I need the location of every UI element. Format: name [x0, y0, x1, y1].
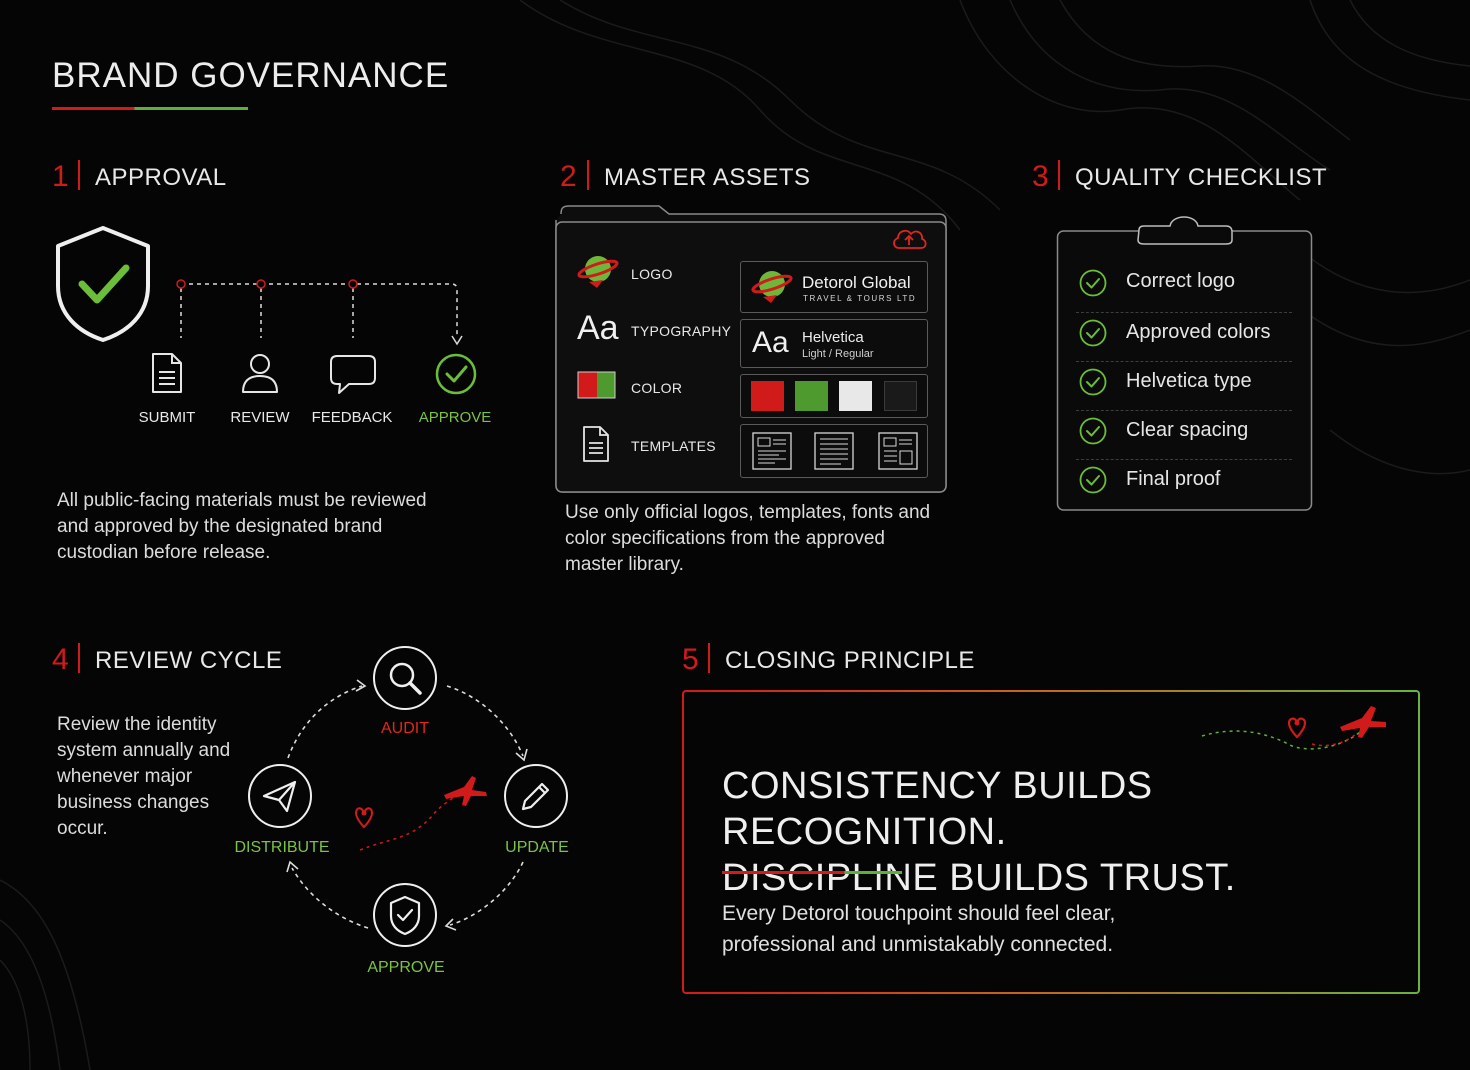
review-cycle-description: Review the identity system annually and …	[57, 714, 231, 839]
cycle-audit-label: AUDIT	[381, 720, 429, 737]
font-weights: Light / Regular	[802, 348, 874, 360]
logo-name: Detorol Global	[802, 273, 911, 292]
logo-asset-box[interactable]: Detorol Global TRAVEL & TOURS LTD	[740, 261, 928, 313]
step-approve-label: APPROVE	[418, 409, 492, 426]
shield-check-icon	[56, 226, 150, 342]
checklist-divider	[1058, 160, 1060, 190]
check-circle-icon	[1079, 269, 1107, 297]
checklist-item-label: Clear spacing	[1126, 419, 1249, 441]
title-underline	[52, 107, 248, 110]
closing-title: CLOSING PRINCIPLE	[725, 647, 975, 674]
cycle-approve-label: APPROVE	[367, 959, 445, 976]
checklist-item[interactable]: Final proof	[1076, 460, 1292, 508]
swatch-black[interactable]	[884, 381, 917, 411]
cycle-distribute-label: DISTRIBUTE	[234, 839, 330, 856]
closing-number: 5	[682, 643, 699, 676]
checklist-title: QUALITY CHECKLIST	[1075, 164, 1328, 191]
font-sample: Aa	[752, 326, 789, 359]
master-assets-number: 2	[560, 160, 577, 193]
logo-tagline: TRAVEL & TOURS LTD	[803, 294, 917, 303]
template-thumb-2[interactable]	[813, 431, 855, 471]
swatch-red[interactable]	[751, 381, 784, 411]
checklist-item-label: Final proof	[1126, 468, 1221, 490]
checklist-item-label: Approved colors	[1126, 321, 1271, 343]
flight-path-graphic	[1201, 706, 1386, 750]
page-title: BRAND GOVERNANCE	[52, 56, 450, 95]
check-circle-icon	[1079, 319, 1107, 347]
asset-row-logo-label: LOGO	[631, 266, 673, 282]
review-cycle-diagram	[286, 679, 528, 931]
swatch-green[interactable]	[795, 381, 828, 411]
approval-description: All public-facing materials must be revi…	[57, 490, 427, 563]
check-circle-icon	[1079, 368, 1107, 396]
template-thumb-1[interactable]	[751, 431, 793, 471]
cloud-upload-icon[interactable]	[890, 226, 928, 252]
master-assets-divider	[587, 160, 589, 190]
checklist-item[interactable]: Helvetica type	[1076, 362, 1292, 411]
checklist-item-label: Helvetica type	[1126, 370, 1252, 392]
checklist-item[interactable]: Clear spacing	[1076, 411, 1292, 460]
step-submit-label: SUBMIT	[138, 409, 196, 426]
asset-row-typography-label: TYPOGRAPHY	[631, 323, 732, 339]
pencil-icon[interactable]	[503, 763, 569, 829]
checklist-list: Correct logo Approved colors Helvetica t…	[1076, 264, 1292, 508]
color-swatch-icon	[577, 371, 616, 399]
checklist-number: 3	[1032, 160, 1049, 193]
magnifier-icon[interactable]	[372, 645, 438, 711]
review-cycle-number: 4	[52, 643, 69, 676]
template-thumb-3[interactable]	[877, 431, 919, 471]
asset-row-color-label: COLOR	[631, 380, 683, 396]
document-icon	[152, 353, 182, 393]
closing-divider	[708, 643, 710, 673]
user-icon	[242, 354, 278, 393]
check-circle-icon	[1079, 417, 1107, 445]
closing-body: Every Detorol touchpoint should feel cle…	[722, 902, 1116, 956]
closing-headline-line1: CONSISTENCY BUILDS RECOGNITION.	[722, 765, 1153, 853]
template-document-icon	[583, 426, 609, 462]
paper-plane-icon[interactable]	[247, 763, 313, 829]
review-cycle-divider	[78, 643, 80, 673]
shield-check-icon[interactable]	[372, 882, 438, 948]
font-name: Helvetica	[802, 329, 864, 346]
asset-row-templates-label: TEMPLATES	[631, 438, 716, 454]
color-asset-box[interactable]	[740, 374, 928, 418]
cycle-update-label: UPDATE	[505, 839, 569, 856]
checklist-item[interactable]: Correct logo	[1076, 264, 1292, 313]
step-review-label: REVIEW	[230, 409, 290, 426]
closing-underline	[722, 871, 902, 874]
detorol-logo-icon	[751, 271, 793, 303]
closing-headline: CONSISTENCY BUILDS RECOGNITION. DISCIPLI…	[722, 763, 1402, 901]
typography-asset-box[interactable]: Aa Helvetica Light / Regular	[740, 319, 928, 368]
globe-logo-icon	[577, 256, 619, 288]
master-assets-title: MASTER ASSETS	[604, 164, 811, 191]
closing-headline-line2: DISCIPLINE BUILDS TRUST.	[722, 857, 1236, 899]
check-circle-icon	[435, 353, 477, 395]
master-assets-description: Use only official logos, templates, font…	[565, 502, 931, 575]
templates-asset-box[interactable]	[740, 424, 928, 478]
checklist-item-label: Correct logo	[1126, 270, 1235, 292]
clipboard-panel	[1056, 216, 1313, 511]
approval-title: APPROVAL	[95, 164, 227, 191]
approval-number: 1	[52, 160, 69, 193]
approval-connector-lines	[176, 279, 463, 346]
swatch-white[interactable]	[839, 381, 872, 411]
typography-icon: Aa	[577, 309, 619, 347]
approval-divider	[78, 160, 80, 190]
review-cycle-title: REVIEW CYCLE	[95, 647, 283, 674]
chat-bubble-icon	[330, 355, 376, 394]
checklist-item[interactable]: Approved colors	[1076, 313, 1292, 362]
closing-box	[682, 690, 1420, 994]
step-feedback-label: FEEDBACK	[311, 409, 393, 426]
check-circle-icon	[1079, 466, 1107, 494]
